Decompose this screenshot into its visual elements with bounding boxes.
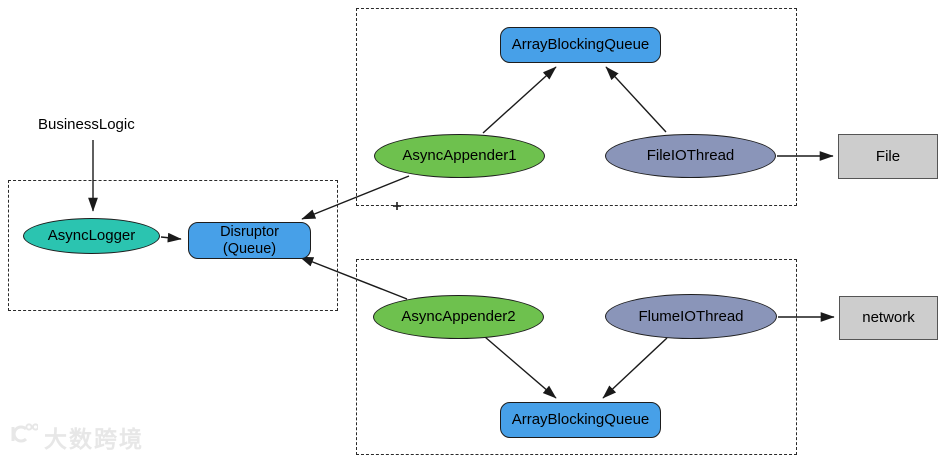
async-appender1-label: AsyncAppender1 (402, 147, 517, 165)
array-blocking-queue-top-label: ArrayBlockingQueue (511, 36, 650, 54)
async-logger-label: AsyncLogger (47, 227, 136, 245)
network-label: network (862, 309, 915, 327)
business-logic-label: BusinessLogic (38, 116, 135, 133)
watermark: 大数跨境 (8, 420, 144, 454)
node-network: network (839, 296, 938, 340)
disruptor-label: Disruptor (Queue) (220, 223, 279, 257)
logger-group-box (8, 180, 338, 311)
array-blocking-queue-bottom-label: ArrayBlockingQueue (511, 411, 650, 429)
edge-asynclogger-to-disruptor (160, 232, 182, 243)
watermark-text: 大数跨境 (44, 426, 144, 452)
file-label: File (875, 147, 901, 165)
async-appender2-label: AsyncAppender2 (401, 308, 516, 326)
node-async-appender2: AsyncAppender2 (373, 295, 544, 339)
file-io-thread-label: FileIOThread (646, 147, 735, 165)
flume-io-thread-label: FlumeIOThread (638, 307, 744, 325)
file-appender-group-box (356, 8, 797, 206)
node-disruptor: Disruptor (Queue) (188, 222, 311, 259)
node-async-logger: AsyncLogger (23, 218, 160, 254)
node-array-blocking-queue-top: ArrayBlockingQueue (500, 27, 661, 63)
node-flume-io-thread: FlumeIOThread (605, 294, 777, 339)
edge-asyncappender1-to-arrayblockingqueue-top (482, 66, 557, 134)
node-array-blocking-queue-bottom: ArrayBlockingQueue (500, 402, 661, 438)
node-file: File (838, 134, 938, 179)
plus-tick-mark (393, 202, 401, 210)
edge-fileiothread-to-arrayblockingqueue-top (605, 66, 667, 133)
flume-appender-group-box (356, 259, 797, 455)
watermark-logo-icon (8, 423, 40, 451)
edge-asyncappender2-to-disruptor (299, 256, 408, 300)
edge-asyncappender2-to-arrayblockingqueue-bottom (484, 336, 557, 399)
node-async-appender1: AsyncAppender1 (374, 134, 545, 178)
edge-asyncappender1-to-disruptor (301, 175, 410, 220)
edge-flumeiothread-to-arrayblockingqueue-bottom (602, 337, 668, 399)
node-file-io-thread: FileIOThread (605, 134, 776, 178)
